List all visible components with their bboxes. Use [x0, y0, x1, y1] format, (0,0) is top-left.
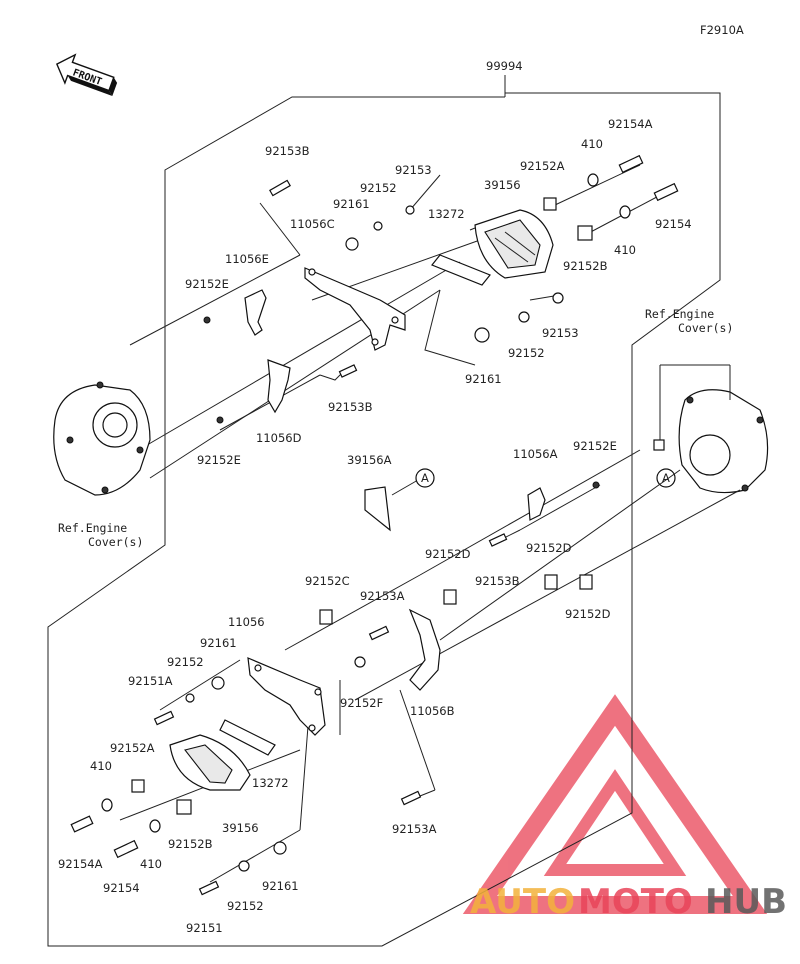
label-92152D-a: 92152D: [425, 547, 471, 561]
label-92152C: 92152C: [305, 574, 350, 588]
label-92154A-top: 92154A: [608, 117, 653, 131]
bracket-11056A: [527, 487, 546, 521]
watermark-text: AUTO MOTO HUB: [470, 882, 787, 922]
label-92161-top: 92161: [333, 197, 370, 211]
bracket-11056: [247, 657, 326, 736]
label-92152A-top: 92152A: [520, 159, 565, 173]
label-92151A: 92151A: [128, 674, 173, 688]
label-92152-bot: 92152: [227, 899, 264, 913]
label-92154-top: 92154: [655, 217, 692, 231]
label-92153B-top: 92153B: [265, 144, 310, 158]
bracket-11056B: [408, 608, 441, 691]
label-11056B: 11056B: [410, 704, 455, 718]
label-13272-top: 13272: [428, 207, 465, 221]
label-11056E: 11056E: [225, 252, 269, 266]
engine-cover-left: [53, 381, 151, 496]
label-410-low: 410: [90, 759, 112, 773]
dowel-right: [653, 439, 665, 451]
label-13272-low: 13272: [252, 776, 289, 790]
watermark-moto: MOTO: [578, 882, 693, 922]
label-92161-low: 92161: [200, 636, 237, 650]
label-92152E-left: 92152E: [185, 277, 229, 291]
watermark-hub: HUB: [705, 882, 787, 922]
bracket-11056E: [244, 289, 267, 336]
marker-a-left-icon: [415, 468, 435, 488]
label-92153-mid: 92153: [542, 326, 579, 340]
bracket-11056C: [304, 267, 406, 351]
label-39156-low: 39156: [222, 821, 259, 835]
label-92152-top: 92152: [360, 181, 397, 195]
frame-slider-upper: [474, 209, 554, 279]
label-92154A-low: 92154A: [58, 857, 103, 871]
ref-engine-cover-upper-line1: Ref.Engine: [645, 307, 714, 321]
part-labels: F2910A 99994 92154A 410 92153B 92153 921…: [58, 23, 744, 935]
label-410-low2: 410: [140, 857, 162, 871]
label-92152B-top: 92152B: [563, 259, 608, 273]
marker-a-left: A: [421, 471, 429, 485]
label-92152A-low: 92152A: [110, 741, 155, 755]
marker-a-right: A: [662, 471, 670, 485]
ref-engine-cover-upper-line2: Cover(s): [678, 321, 733, 335]
label-92152D-c: 92152D: [565, 607, 611, 621]
label-92153A-b: 92153A: [392, 822, 437, 836]
bracket-11056D: [267, 359, 291, 414]
label-92151: 92151: [186, 921, 223, 935]
lower-fasteners: [70, 481, 600, 896]
label-11056A: 11056A: [513, 447, 558, 461]
marker-leader-left: [391, 479, 419, 496]
label-92152E-right: 92152E: [573, 439, 617, 453]
label-39156-top: 39156: [484, 178, 521, 192]
plate-13272-lower: [219, 719, 276, 756]
upper-axis-lines: [129, 164, 671, 479]
frame-slider-lower: [169, 734, 251, 791]
engine-cover-right: [678, 389, 769, 494]
label-92153B-low: 92153B: [475, 574, 520, 588]
ref-engine-cover-lower-line2: Cover(s): [88, 535, 143, 549]
watermark-triangle: [462, 694, 768, 914]
label-11056D: 11056D: [256, 431, 302, 445]
front-arrow-icon: FRONT: [55, 53, 118, 96]
label-92153A-a: 92153A: [360, 589, 405, 603]
label-92152D-b: 92152D: [526, 541, 572, 555]
insert-39156A: [364, 486, 391, 532]
diagram-code: F2910A: [700, 23, 744, 37]
label-410-top2: 410: [614, 243, 636, 257]
label-92154-low: 92154: [103, 881, 140, 895]
assembly-label: 99994: [486, 59, 523, 73]
plate-13272-upper: [431, 254, 491, 286]
label-39156A: 39156A: [347, 453, 392, 467]
label-92161-bot: 92161: [262, 879, 299, 893]
label-11056: 11056: [228, 615, 265, 629]
label-92152-mid: 92152: [508, 346, 545, 360]
label-410-top: 410: [581, 137, 603, 151]
label-92152-low: 92152: [167, 655, 204, 669]
ref-engine-cover-lower-line1: Ref.Engine: [58, 521, 127, 535]
watermark-auto: AUTO: [470, 882, 575, 922]
label-11056C: 11056C: [290, 217, 335, 231]
upper-fasteners: [203, 154, 679, 424]
assembly-boundary: [47, 92, 721, 947]
label-92153-top: 92153: [395, 163, 432, 177]
label-92152B-low: 92152B: [168, 837, 213, 851]
label-92152E-low: 92152E: [197, 453, 241, 467]
label-92153B-mid: 92153B: [328, 400, 373, 414]
label-92152F: 92152F: [340, 696, 383, 710]
label-92161-mid: 92161: [465, 372, 502, 386]
